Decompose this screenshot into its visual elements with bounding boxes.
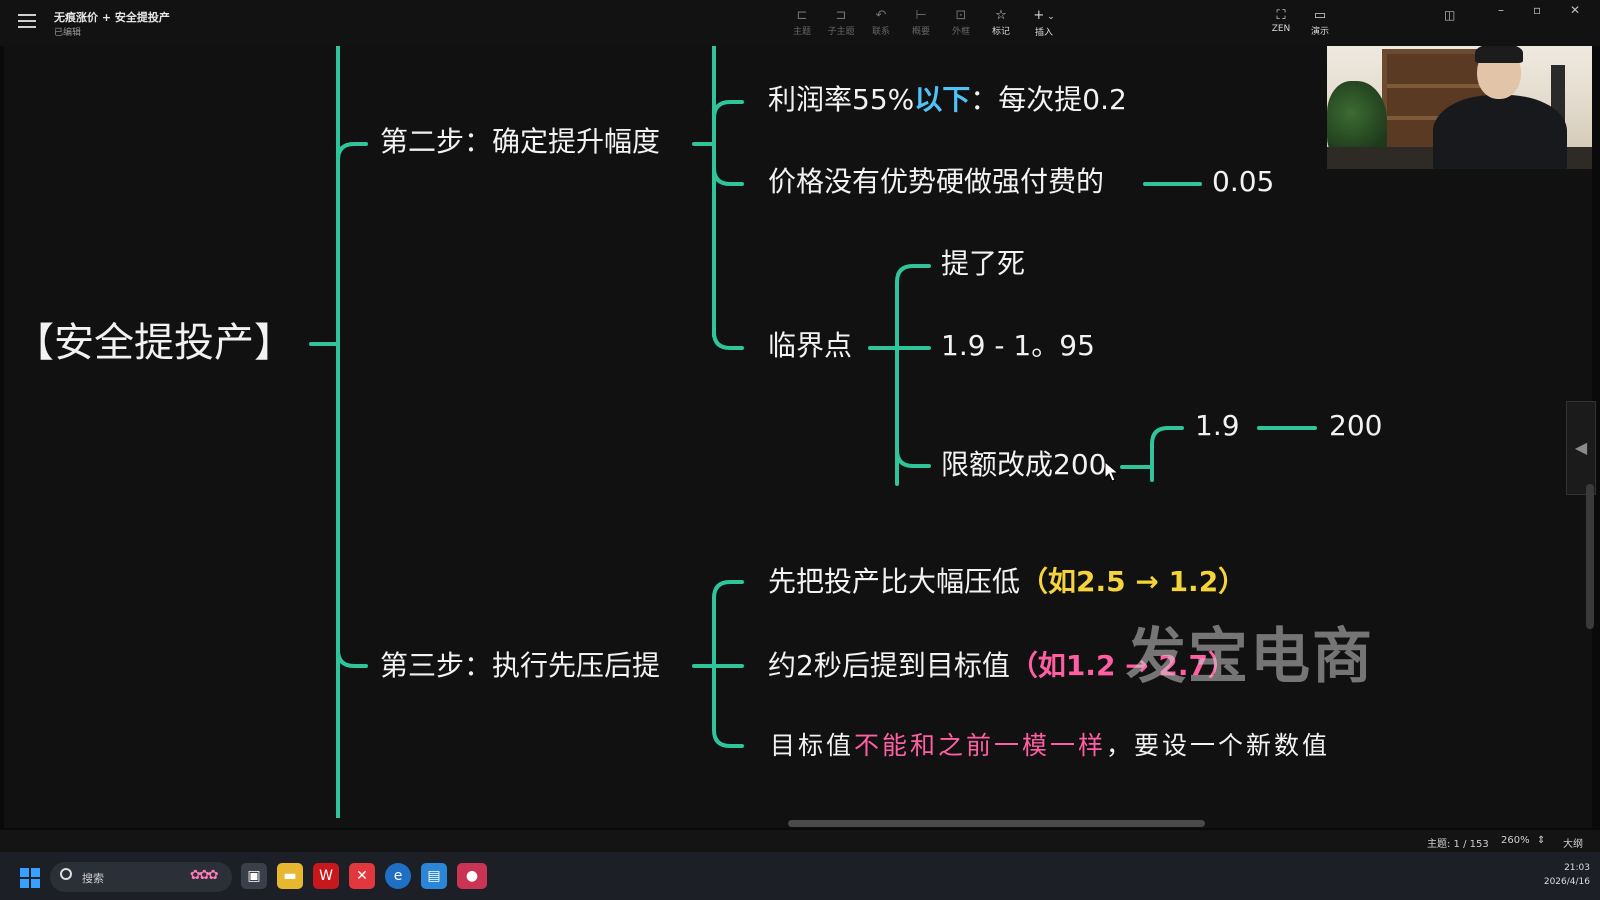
hamburger-menu-icon[interactable] (18, 14, 36, 28)
boundary-icon: ⊡ (955, 8, 967, 23)
chevron-left-icon: ◀ (1574, 438, 1588, 457)
close-icon[interactable]: ✕ (1570, 3, 1581, 17)
limit-amount-topic[interactable]: 200 (1329, 409, 1383, 442)
remote-desktop-icon[interactable]: ▤ (421, 863, 447, 889)
root-topic[interactable]: 【安全提投产】 (14, 320, 294, 366)
present-button[interactable]: ▭ 演示 (1302, 8, 1338, 37)
status-bar: 主题: 1 / 153 260% ⇕ 大纲 (0, 830, 1600, 852)
toolbar-summary-button[interactable]: ⊢ 概要 (903, 8, 939, 37)
toolbar-marker-button[interactable]: ☆ 标记 (983, 8, 1019, 37)
raise-die-topic[interactable]: 提了死 (941, 247, 1026, 280)
present-icon: ▭ (1313, 8, 1327, 23)
mouse-cursor-icon (1104, 461, 1120, 482)
vertical-scrollbar[interactable] (1586, 484, 1594, 629)
zoom-level[interactable]: 260% (1501, 835, 1530, 846)
toolbar-boundary-button[interactable]: ⊡ 外框 (943, 8, 979, 37)
search-highlight-icon: ✿✿✿ (190, 868, 219, 883)
topic-count: 主题: 1 / 153 (1427, 839, 1489, 850)
toolbar-subtopic-button[interactable]: ⊐ 子主题 (823, 8, 859, 37)
price-value-topic[interactable]: 0.05 (1212, 165, 1275, 198)
toolbar-relation-button[interactable]: ↶ 联系 (863, 8, 899, 37)
title-bar: 无痕涨价 + 安全提投产 已编辑 ⊏ 主题 ⊐ 子主题 ↶ 联系 ⊢ 概要 ⊡ … (0, 0, 1600, 46)
panel-toggle-icon[interactable]: ◫ (1444, 8, 1456, 22)
zoom-stepper-icon[interactable]: ⇕ (1537, 835, 1546, 846)
file-explorer-icon[interactable]: ▬ (277, 863, 303, 889)
task-view-icon[interactable]: ▣ (241, 863, 267, 889)
start-icon[interactable] (20, 868, 40, 888)
price-disadvantage-topic[interactable]: 价格没有优势硬做强付费的 (768, 165, 1105, 198)
document-title: 无痕涨价 + 安全提投产 (54, 11, 170, 24)
mindmap-canvas[interactable]: 【安全提投产】 第二步：确定提升幅度 利润率55%以下：每次提0.2 价格没有优… (4, 46, 1592, 819)
webcam-overlay (1327, 46, 1592, 169)
wechat-icon[interactable]: ● (457, 863, 487, 889)
fullscreen-icon: ⛶ (1276, 8, 1286, 23)
outline-button[interactable]: 大纲 (1563, 839, 1583, 850)
watermark-text: 发宝电商 (1126, 622, 1374, 692)
restore-icon[interactable]: ▫ (1533, 3, 1542, 17)
relation-icon: ↶ (875, 8, 887, 23)
taskbar-search-input[interactable]: 搜索 ✿✿✿ (50, 862, 232, 892)
critical-range-topic[interactable]: 1.9 - 1。95 (941, 329, 1095, 362)
wps-icon[interactable]: W (313, 863, 339, 889)
xmind-icon[interactable]: ✕ (349, 863, 375, 889)
toolbar-insert-button[interactable]: + ⌄ 插入 (1026, 8, 1062, 38)
topic-icon: ⊏ (796, 8, 808, 23)
presenter-hair (1475, 46, 1523, 63)
profit-rate-topic[interactable]: 利润率55%以下：每次提0.2 (768, 83, 1127, 116)
step2-topic[interactable]: 第二步：确定提升幅度 (380, 125, 661, 158)
document-status: 已编辑 (54, 28, 82, 38)
presenter-body (1433, 95, 1567, 169)
edge-icon[interactable]: e (385, 863, 411, 889)
side-panel-toggle[interactable]: ◀ (1566, 401, 1596, 495)
insert-icon: + ⌄ (1033, 8, 1055, 23)
step3-topic[interactable]: 第三步：执行先压后提 (380, 649, 661, 682)
horizontal-scrollbar-thumb[interactable] (788, 820, 1205, 827)
raise-target-topic[interactable]: 约2秒后提到目标值（如1.2 → 2.7） (768, 649, 1236, 682)
system-clock[interactable]: 21:03 2026/4/16 (1543, 863, 1590, 887)
windows-taskbar: 搜索 ✿✿✿ ▣ ▬ W ✕ e ▤ ● 21:03 2026/4/16 (0, 852, 1600, 900)
branch-connectors (309, 46, 1317, 819)
limit-change-topic[interactable]: 限额改成200 (941, 448, 1107, 481)
zen-mode-button[interactable]: ⛶ ZEN (1263, 8, 1299, 34)
lower-roi-topic[interactable]: 先把投产比大幅压低（如2.5 → 1.2） (768, 565, 1247, 598)
marker-icon: ☆ (995, 8, 1007, 23)
toolbar-topic-button[interactable]: ⊏ 主题 (784, 8, 820, 37)
critical-point-topic[interactable]: 临界点 (768, 329, 853, 362)
summary-icon: ⊢ (915, 8, 927, 23)
subtopic-icon: ⊐ (835, 8, 847, 23)
limit-value-topic[interactable]: 1.9 (1195, 409, 1240, 442)
search-icon (60, 868, 72, 880)
minimize-icon[interactable]: – (1498, 3, 1504, 17)
target-value-topic[interactable]: 目标值不能和之前一模一样，要设一个新数值 (770, 731, 1331, 760)
